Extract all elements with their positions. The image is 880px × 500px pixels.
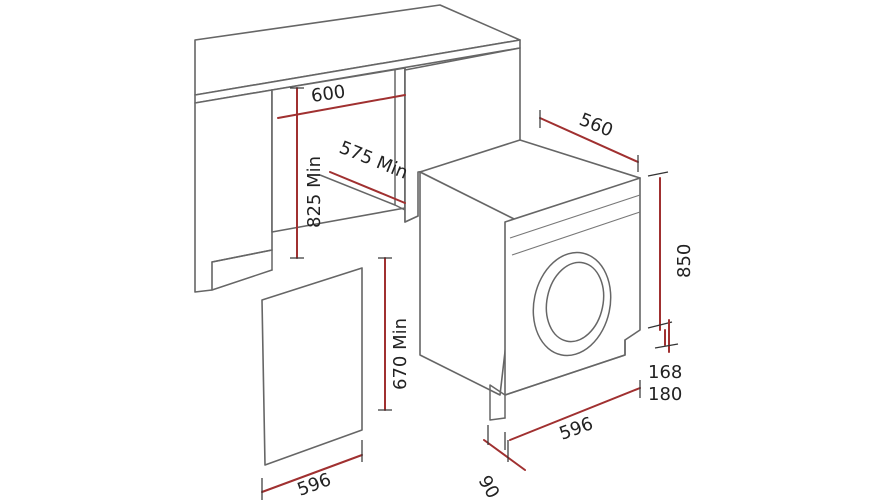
label-door-height-min: 670 Min [390, 318, 411, 390]
dimension-labels: 600 575 Min 825 Min 560 850 168 180 596 … [295, 81, 695, 500]
label-door-width: 596 [295, 469, 334, 500]
machine-door-outer [532, 251, 612, 357]
label-machine-width: 596 [557, 413, 596, 444]
countertop-cabinet [194, 4, 521, 293]
cabinet-right-side [404, 47, 521, 223]
label-niche-width: 600 [310, 81, 347, 107]
dimension-lines [261, 87, 679, 500]
label-plinth-offset: 90 [474, 472, 504, 500]
washing-machine [419, 139, 641, 421]
label-plinth-height-2: 180 [648, 384, 682, 405]
label-plinth-height-1: 168 [648, 362, 682, 383]
machine-door-inner [545, 261, 605, 343]
decor-door-panel [261, 267, 363, 466]
machine-left-side [419, 171, 521, 396]
label-machine-height: 850 [674, 244, 695, 278]
label-niche-height-min: 825 Min [304, 156, 325, 228]
cabinet-left-side [194, 89, 273, 293]
